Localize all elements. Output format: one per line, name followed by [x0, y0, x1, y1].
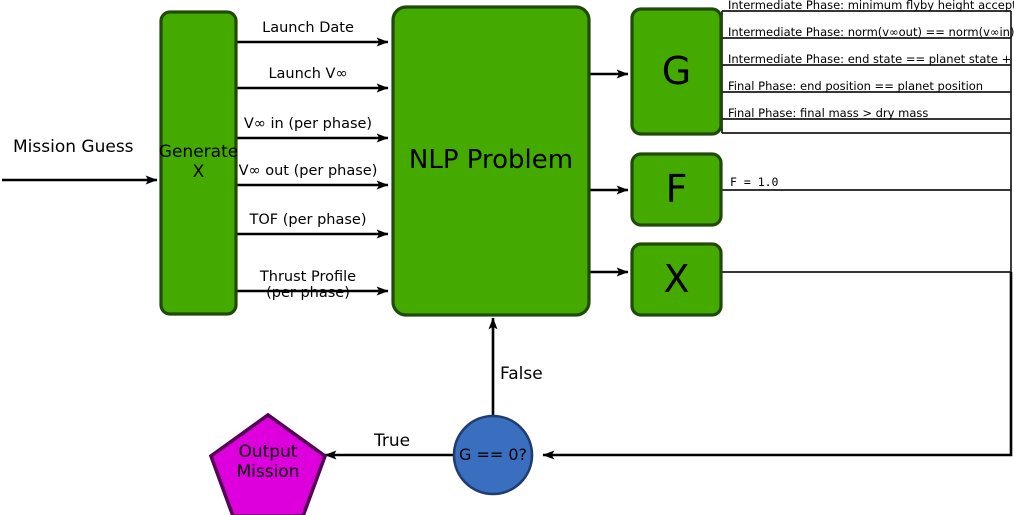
- x-feedback-loop: [542, 190, 1013, 460]
- edge-label-launch-vinf: Launch V∞: [268, 66, 348, 82]
- node-decision-g-equals-zero[interactable]: [452, 414, 534, 496]
- edge-label-mission-guess: Mission Guess: [13, 137, 134, 157]
- node-x-box[interactable]: [630, 242, 723, 317]
- generate-x-line1: Generate: [158, 142, 239, 163]
- g-constraint-1: Intermediate Phase: norm(v∞out) == norm(…: [728, 25, 1014, 39]
- g-constraint-3: Final Phase: end position == planet posi…: [728, 79, 984, 93]
- output-mission-line2: Mission: [236, 462, 300, 482]
- f-value-label: F = 1.0: [730, 175, 779, 189]
- edge-label-launch-date: Launch Date: [262, 20, 354, 36]
- node-label-generate-x: Generate X: [158, 12, 239, 314]
- node-label-g: G: [661, 48, 692, 93]
- f-output-line: [722, 133, 1012, 191]
- edge-label-tof: TOF (per phase): [249, 212, 367, 228]
- node-g-box[interactable]: [630, 7, 723, 136]
- edge-label-vinf-out: V∞ out (per phase): [238, 163, 378, 179]
- node-output-mission[interactable]: [208, 412, 328, 515]
- node-label-nlp-problem: NLP Problem: [408, 145, 574, 176]
- g-constraint-4: Final Phase: final mass > dry mass: [728, 106, 929, 120]
- edge-label-vinf-in: V∞ in (per phase): [243, 116, 373, 132]
- node-label-decision: G == 0?: [458, 444, 528, 464]
- edge-label-thrust-profile: Thrust Profile (per phase): [237, 269, 379, 301]
- output-mission-line1: Output: [238, 442, 298, 463]
- edge-label-true: True: [374, 431, 411, 451]
- g-constraint-0: Intermediate Phase: minimum flyby height…: [728, 0, 1014, 12]
- node-f-box[interactable]: [630, 152, 723, 227]
- g-constraint-2: Intermediate Phase: end state == planet …: [728, 52, 1014, 66]
- node-generate-x[interactable]: [159, 10, 238, 316]
- thrust-profile-line2: (per phase): [266, 285, 350, 302]
- node-label-output-mission: Output Mission: [211, 432, 325, 494]
- thrust-profile-line1: Thrust Profile: [259, 269, 357, 285]
- edge-label-false: False: [500, 364, 543, 384]
- node-label-x: X: [663, 256, 690, 301]
- generate-x-line2: X: [192, 162, 205, 182]
- node-nlp-problem[interactable]: [391, 5, 591, 317]
- node-label-f: F: [665, 166, 688, 211]
